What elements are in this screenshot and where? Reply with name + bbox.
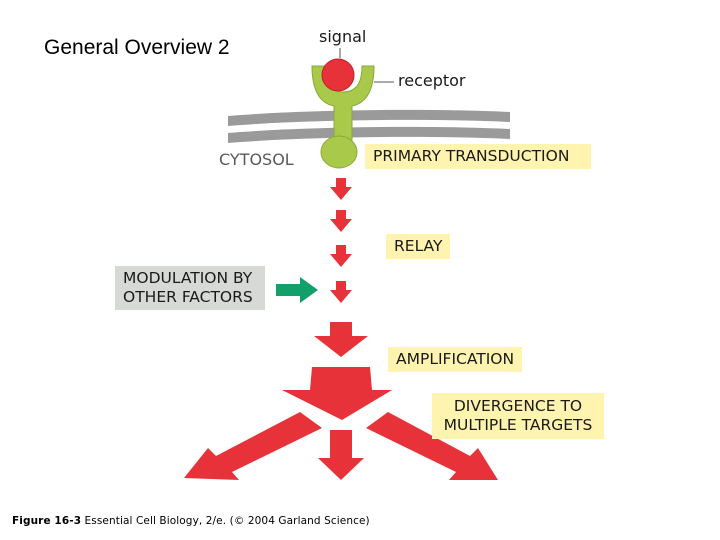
- relay-arrows: [330, 178, 352, 303]
- modulation-label-line1: MODULATION BY: [123, 269, 253, 287]
- amplification-label: AMPLIFICATION: [388, 347, 523, 372]
- divergence-label-line2: MULTIPLE TARGETS: [443, 416, 593, 434]
- relay-arrow-1: [330, 178, 352, 200]
- divergence-label-line1: DIVERGENCE TO: [453, 397, 583, 415]
- divergence-label: DIVERGENCE TO MULTIPLE TARGETS: [432, 393, 604, 439]
- figure-caption: Figure 16-3 Essential Cell Biology, 2/e.…: [12, 515, 370, 527]
- target-arrow-left: [184, 412, 322, 480]
- target-arrow-center: [318, 430, 364, 480]
- relay-arrow-2: [330, 210, 352, 232]
- modulation-label-line2: OTHER FACTORS: [123, 288, 253, 306]
- figure-number: Figure 16-3: [12, 515, 82, 527]
- modulation-arrow: [276, 277, 318, 303]
- signal-label: signal: [319, 27, 367, 46]
- primary-transduction-label: PRIMARY TRANSDUCTION: [365, 144, 591, 169]
- cytosol-label: CYTOSOL: [219, 150, 294, 169]
- figure-citation: Essential Cell Biology, 2/e. (© 2004 Gar…: [84, 515, 370, 527]
- relay-label: RELAY: [386, 234, 451, 259]
- relay-arrow-4: [330, 281, 352, 303]
- signal-molecule: [321, 58, 355, 92]
- receptor-label: receptor: [398, 71, 466, 90]
- modulation-label: MODULATION BY OTHER FACTORS: [115, 266, 265, 310]
- target-arrows: [184, 412, 498, 480]
- relay-arrow-3: [330, 245, 352, 267]
- target-arrow-right: [366, 412, 498, 480]
- amplification-arrow: [314, 322, 368, 357]
- cell-membrane: [228, 109, 510, 143]
- slide-title: General Overview 2: [44, 36, 230, 59]
- divergence-arrow: [282, 367, 392, 420]
